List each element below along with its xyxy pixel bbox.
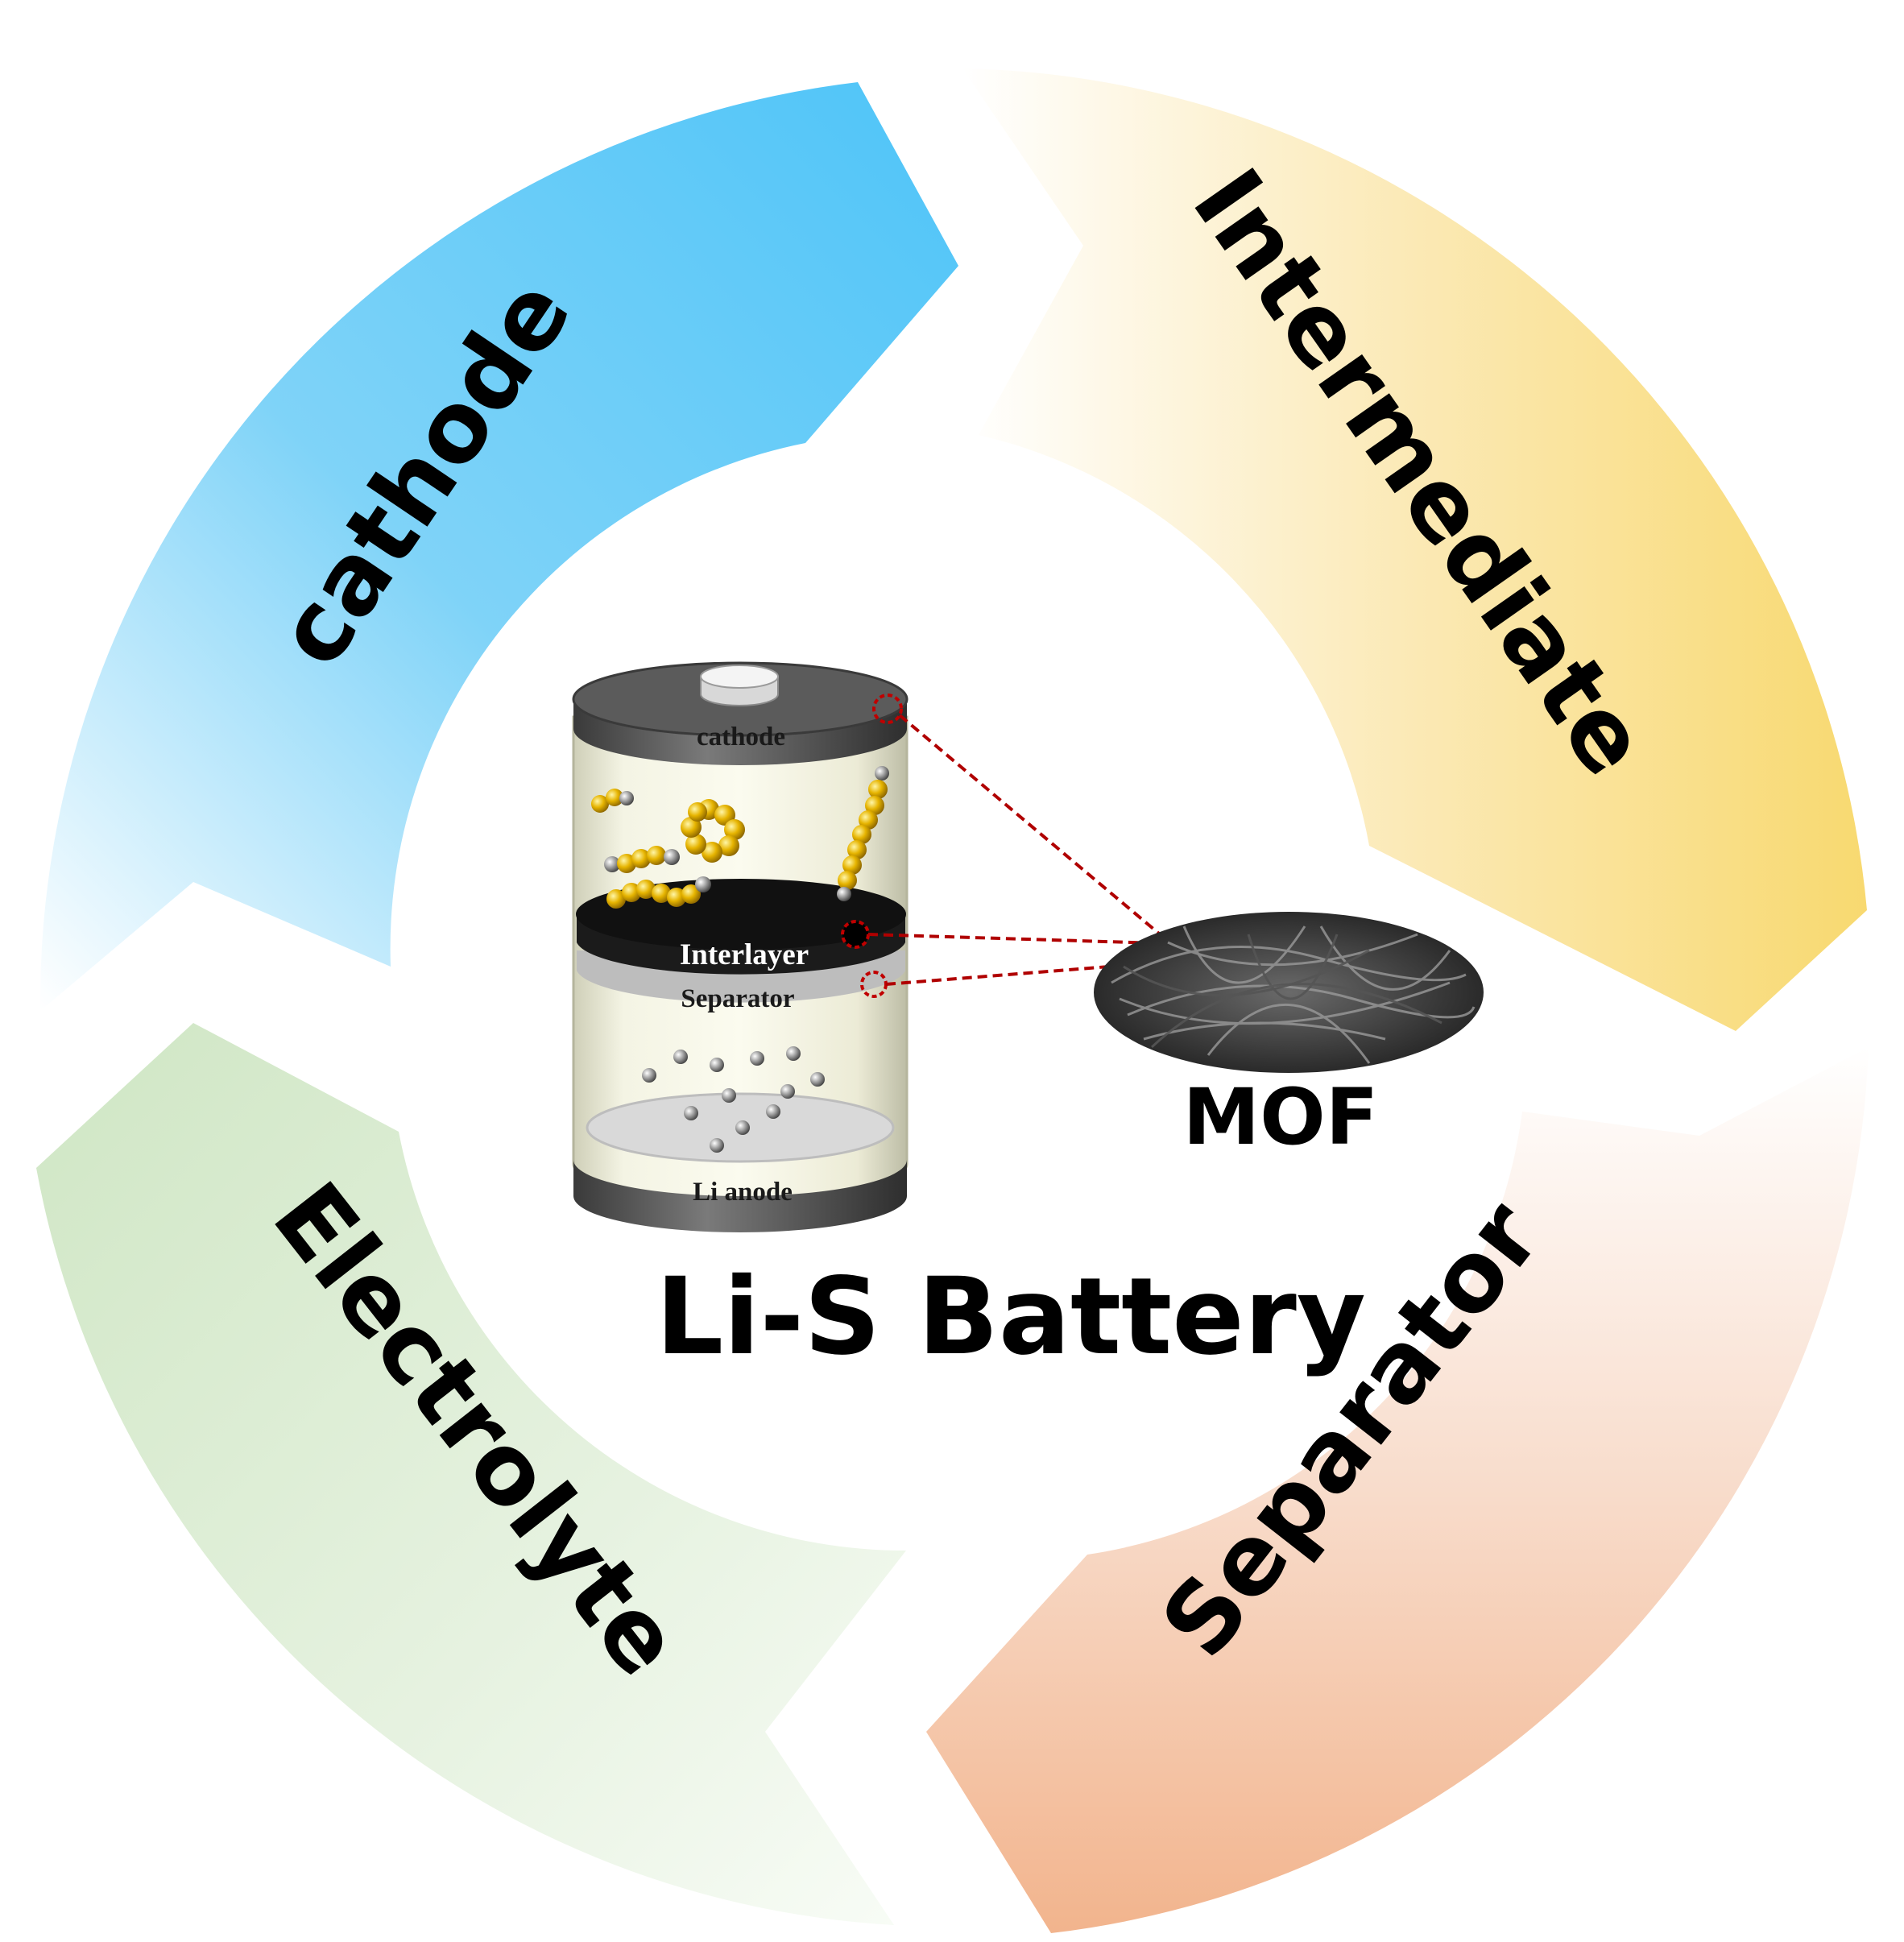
mof-disc [1094,912,1484,1073]
battery-separator-label: Separator [681,984,794,1013]
battery-illustration: cathode Interlayer Separator Li anode [572,661,1185,1232]
intermediate-segment [962,68,1867,1031]
zoom-marker-interlayer [841,920,870,949]
mof-label: MOF [1183,1072,1379,1162]
zoom-line-2 [867,933,1185,946]
battery-interlayer-label: Interlayer [680,938,809,971]
battery-cathode-label: cathode [697,723,785,752]
separator-segment [926,1047,1869,1933]
cathode-segment [39,82,959,1011]
positive-terminal-top [700,665,779,689]
battery-anode-label: Li anode [693,1178,793,1207]
zoom-line-1 [898,714,1176,948]
electrolyte-segment [36,1023,906,1925]
lithium-ions [642,1046,825,1153]
center-title: Li-S Battery [656,1255,1366,1379]
battery-bottom-cap [573,1160,907,1232]
zoom-marker-cathode [872,694,903,724]
polysulfide-molecules [591,766,889,909]
